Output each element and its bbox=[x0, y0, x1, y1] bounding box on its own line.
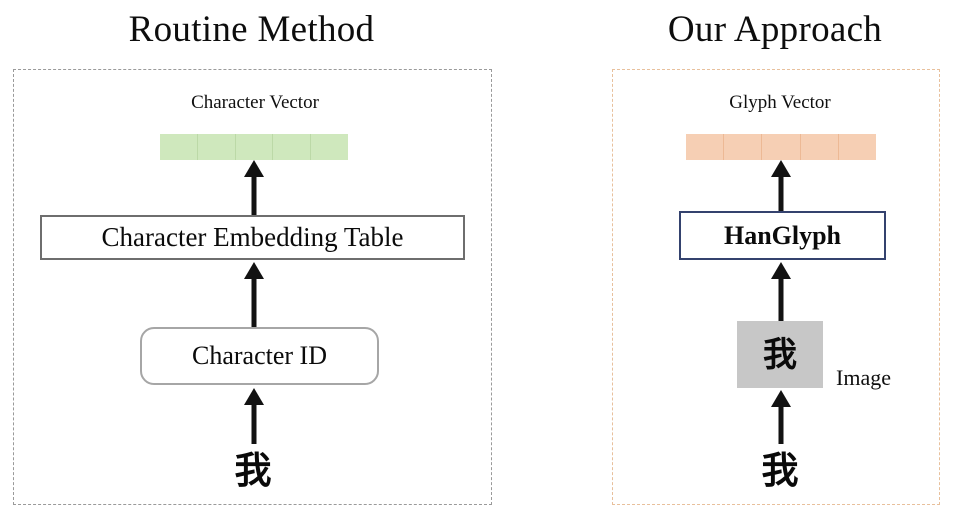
glyph-image-swatch: 我 bbox=[737, 321, 823, 388]
page-title-our-approach: Our Approach bbox=[667, 9, 883, 50]
glyph-image-character: 我 bbox=[763, 334, 797, 375]
label-character-vector: Character Vector bbox=[191, 92, 319, 113]
label-glyph-vector: Glyph Vector bbox=[729, 92, 831, 113]
input-character-right: 我 bbox=[761, 449, 799, 492]
input-character-left: 我 bbox=[234, 449, 272, 492]
character-embedding-table-label: Character Embedding Table bbox=[101, 222, 404, 252]
vector-cell bbox=[686, 134, 725, 160]
panel-our-approach bbox=[612, 69, 940, 505]
arrow-embed-to-vector-icon bbox=[243, 160, 265, 218]
page-title-routine-method: Routine Method bbox=[128, 9, 375, 50]
vector-cell bbox=[236, 134, 274, 160]
character-id-box[interactable]: Character ID bbox=[140, 327, 379, 385]
character-embedding-table-box[interactable]: Character Embedding Table bbox=[40, 215, 465, 260]
vector-cell bbox=[762, 134, 801, 160]
hanglyph-box[interactable]: HanGlyph bbox=[679, 211, 886, 260]
hanglyph-label: HanGlyph bbox=[723, 220, 842, 250]
arrow-hanglyph-to-vector-icon bbox=[770, 160, 792, 214]
arrow-char-to-image-icon bbox=[770, 390, 792, 444]
arrow-charid-to-embed-icon bbox=[243, 262, 265, 328]
vector-cell bbox=[273, 134, 312, 160]
arrow-char-to-charid-icon bbox=[243, 388, 265, 444]
vector-cell bbox=[839, 134, 876, 160]
vector-cell bbox=[160, 134, 198, 160]
vector-cell bbox=[198, 134, 236, 160]
character-id-label: Character ID bbox=[192, 341, 327, 370]
label-image: Image bbox=[836, 365, 891, 390]
character-vector-bar bbox=[160, 134, 348, 160]
glyph-vector-bar bbox=[686, 134, 876, 160]
vector-cell bbox=[801, 134, 839, 160]
vector-cell bbox=[311, 134, 348, 160]
arrow-image-to-hanglyph-icon bbox=[770, 262, 792, 322]
vector-cell bbox=[724, 134, 763, 160]
panel-routine-method bbox=[13, 69, 492, 505]
